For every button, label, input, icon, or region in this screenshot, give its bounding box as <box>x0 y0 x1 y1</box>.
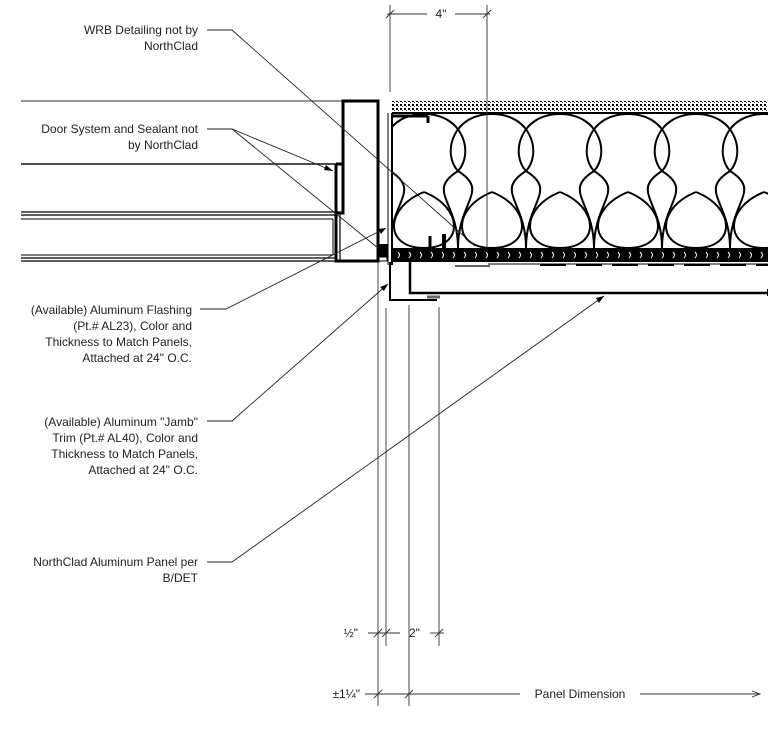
band-mark <box>617 251 620 259</box>
band-mark <box>727 251 730 259</box>
band-mark <box>661 251 664 259</box>
band-mark <box>518 251 521 259</box>
door-leaf <box>21 211 341 262</box>
dim-tolerance: ±1¼" <box>332 687 360 701</box>
batt-loop <box>393 191 455 248</box>
dim-4in: 4" <box>436 7 447 21</box>
batt-loop <box>665 191 727 248</box>
frame-profile <box>334 99 380 263</box>
sealant-joint <box>378 244 388 258</box>
band-mark <box>419 251 422 259</box>
band-mark <box>705 251 708 259</box>
band-mark <box>452 251 455 259</box>
rigid-insulation-band <box>392 248 768 262</box>
aluminum-panel <box>408 262 768 296</box>
band-mark <box>441 251 444 259</box>
band-mark <box>738 251 741 259</box>
batt-loop <box>597 191 659 248</box>
band-mark <box>628 251 631 259</box>
band-mark <box>716 251 719 259</box>
band-mark <box>562 251 565 259</box>
callout-jamb-trim: (Available) Aluminum "Jamb"Trim (Pt.# AL… <box>44 283 389 477</box>
band-mark <box>408 251 411 259</box>
band-texture <box>397 251 763 259</box>
band-mark <box>749 251 752 259</box>
batt-loop <box>721 114 768 248</box>
jamb-trim <box>389 262 437 301</box>
band-mark <box>672 251 675 259</box>
batt-loop <box>393 114 467 248</box>
batt-loop <box>517 114 603 248</box>
dim-half-inch: ½" <box>344 626 358 640</box>
batt-loop <box>461 191 523 248</box>
band-mark <box>595 251 598 259</box>
band-mark <box>496 251 499 259</box>
band-mark <box>760 251 763 259</box>
exterior-sheathing <box>392 101 768 113</box>
band-mark <box>529 251 532 259</box>
svg-text:(Available) Aluminum "Jamb"Tri: (Available) Aluminum "Jamb"Trim (Pt.# AL… <box>44 415 198 477</box>
band-mark <box>573 251 576 259</box>
band-mark <box>397 251 400 259</box>
band-mark <box>474 251 477 259</box>
band-mark <box>430 251 433 259</box>
door-frame <box>21 99 388 263</box>
band-mark <box>463 251 466 259</box>
dim-panel: Panel Dimension <box>535 687 626 701</box>
band-mark <box>606 251 609 259</box>
band-mark <box>694 251 697 259</box>
callout-flashing: (Available) Aluminum Flashing(Pt.# AL23)… <box>31 227 387 365</box>
band-mark <box>485 251 488 259</box>
insulation-batt <box>393 114 768 248</box>
band-mark <box>650 251 653 259</box>
batt-loop <box>585 114 671 248</box>
band-mark <box>540 251 543 259</box>
svg-text:(Available) Aluminum Flashing(: (Available) Aluminum Flashing(Pt.# AL23)… <box>31 303 192 365</box>
batt-loop <box>449 114 535 248</box>
band-mark <box>639 251 642 259</box>
band-mark <box>551 251 554 259</box>
batt-loop <box>529 191 591 248</box>
dimension-lines: 4" ½" 2" ±1¼" Panel Dimension <box>332 5 762 706</box>
wall-assembly <box>387 101 768 301</box>
dim-2in: 2" <box>409 626 420 640</box>
band-mark <box>507 251 510 259</box>
band-mark <box>683 251 686 259</box>
band-mark <box>584 251 587 259</box>
batt-loop <box>653 114 739 248</box>
batt-loop <box>733 191 768 248</box>
